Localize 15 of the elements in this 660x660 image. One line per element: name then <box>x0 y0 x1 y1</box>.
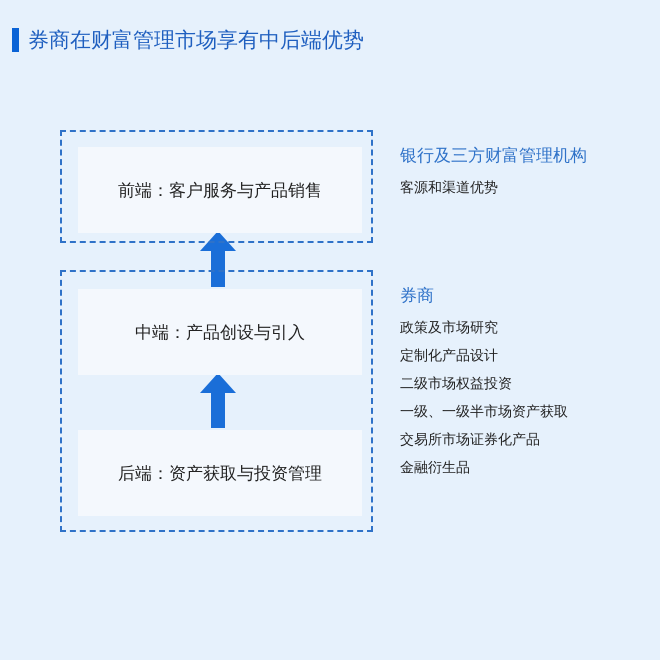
side-heading: 银行及三方财富管理机构 <box>400 145 587 167</box>
process-box: 前端：客户服务与产品销售 <box>78 147 362 233</box>
process-box: 后端：资产获取与投资管理 <box>78 430 362 516</box>
arrow <box>200 373 236 428</box>
side-note: 一级、一级半市场资产获取 <box>400 403 568 421</box>
side-note: 政策及市场研究 <box>400 319 498 337</box>
side-note: 交易所市场证券化产品 <box>400 431 540 449</box>
process-box: 中端：产品创设与引入 <box>78 289 362 375</box>
side-note: 金融衍生品 <box>400 459 470 477</box>
arrow <box>200 231 236 287</box>
side-note: 二级市场权益投资 <box>400 375 512 393</box>
title: 券商在财富管理市场享有中后端优势 <box>28 27 364 54</box>
side-note: 客源和渠道优势 <box>400 179 498 197</box>
side-note: 定制化产品设计 <box>400 347 498 365</box>
side-heading: 券商 <box>400 285 434 307</box>
